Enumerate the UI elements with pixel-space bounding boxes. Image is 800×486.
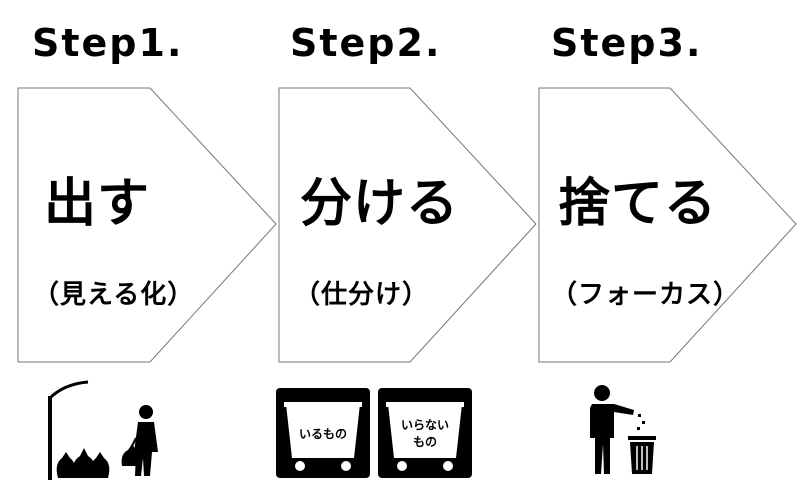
step-1-arrow: [17, 87, 277, 363]
step-1-title: 出す: [44, 174, 151, 234]
person-throwing-trash-icon: [590, 385, 656, 474]
step-2-title: 分ける: [300, 174, 460, 234]
step-3-title: 捨てる: [558, 174, 718, 234]
step-2-subtitle: （仕分け）: [294, 280, 430, 310]
step-3-arrow: [538, 87, 797, 363]
keep-bin: いるもの: [276, 388, 370, 478]
step-1-subtitle: （見える化）: [33, 280, 195, 310]
step-3-subtitle: （フォーカス）: [551, 280, 741, 310]
discard-bin: いらない もの: [378, 388, 472, 478]
sorting-bins-icon: いるもの いらない もの: [276, 388, 472, 478]
discard-bin-label-2: もの: [413, 435, 437, 449]
step-1-label: Step1.: [32, 21, 184, 65]
step-2-arrow: [278, 87, 537, 363]
step-3-label: Step3.: [551, 21, 703, 65]
step-2-label: Step2.: [290, 21, 442, 65]
keep-bin-label: いるもの: [299, 427, 347, 441]
garbage-collection-icon: [48, 380, 158, 480]
discard-bin-label-1: いらない: [401, 418, 449, 432]
